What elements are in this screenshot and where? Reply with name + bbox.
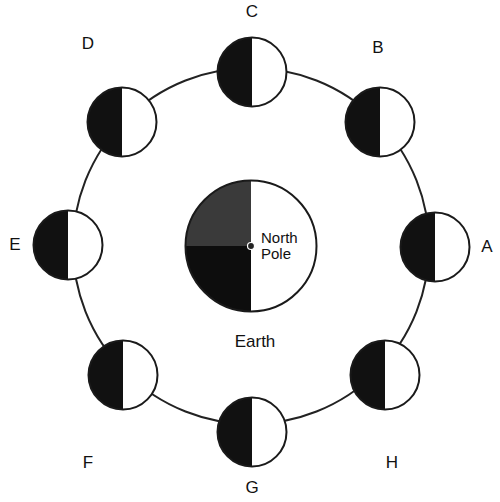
moon-phase: A <box>399 211 471 283</box>
lit-half <box>218 38 287 107</box>
lit-half <box>218 398 287 467</box>
moon-phase: F <box>87 339 159 411</box>
earth-outline <box>186 181 317 312</box>
position-letter: G <box>245 479 258 498</box>
moon-outline <box>218 38 287 107</box>
dark-half <box>351 341 386 410</box>
position-letter: E <box>9 236 20 255</box>
earth-label: Earth <box>235 333 276 352</box>
lit-half <box>186 181 317 312</box>
lit-half <box>88 88 157 157</box>
moon-outline <box>34 211 103 280</box>
dark-half <box>218 398 253 467</box>
position-letter: C <box>246 3 258 22</box>
moon-shape <box>32 209 104 281</box>
moon-phase: H <box>349 339 421 411</box>
dark-half <box>218 38 253 107</box>
lit-half <box>34 211 103 280</box>
moon-phase: E <box>32 209 104 281</box>
lit-half <box>346 88 415 157</box>
earth-shape <box>184 179 318 313</box>
position-letter: H <box>386 454 398 473</box>
pole-dot <box>248 243 255 250</box>
moon-outline <box>89 341 158 410</box>
moon-shape <box>344 86 416 158</box>
dark-half <box>88 88 123 157</box>
position-letter: B <box>372 39 383 58</box>
moon-shape <box>216 396 288 468</box>
moon-phase: D <box>86 86 158 158</box>
lit-half <box>351 341 420 410</box>
moon-phase: B <box>344 86 416 158</box>
dark-half <box>34 211 69 280</box>
moon-shape <box>399 211 471 283</box>
moon-outline <box>351 341 420 410</box>
lit-half <box>401 213 470 282</box>
moon-outline <box>346 88 415 157</box>
moon-outline <box>218 398 287 467</box>
dark-half <box>401 213 436 282</box>
moon-shape <box>349 339 421 411</box>
position-letter: A <box>481 238 492 257</box>
moon-phase: G <box>216 396 288 468</box>
position-letter: F <box>83 454 93 473</box>
moon-shape <box>216 36 288 108</box>
dark-half <box>89 341 124 410</box>
pole-label: North Pole <box>261 230 315 263</box>
moon-shape <box>87 339 159 411</box>
moon-shape <box>86 86 158 158</box>
lit-half <box>89 341 158 410</box>
moon-outline <box>88 88 157 157</box>
earth-circle: North PoleEarth <box>184 179 318 313</box>
orbit-path <box>73 68 429 424</box>
moon-outline <box>401 213 470 282</box>
moon-phase: C <box>216 36 288 108</box>
position-letter: D <box>82 35 94 54</box>
dark-half <box>346 88 381 157</box>
